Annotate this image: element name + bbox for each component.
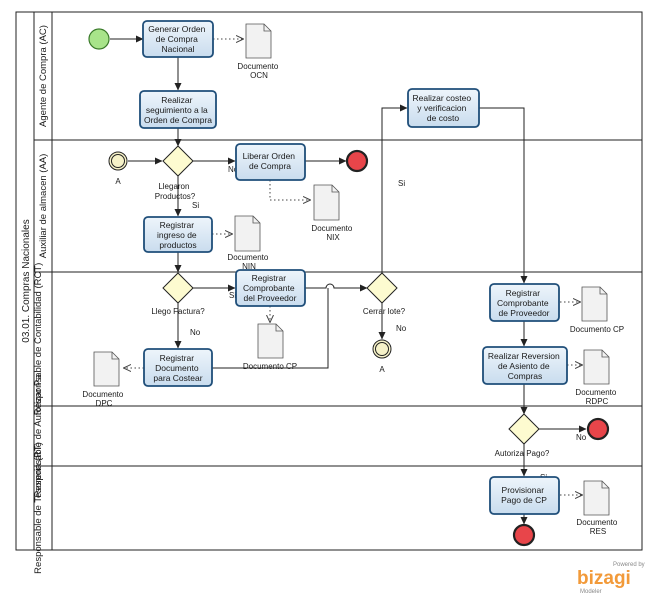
bizagi-logo: Powered by bizagi Modeler	[577, 562, 645, 595]
link-event-catch-a[interactable]	[108, 151, 128, 171]
document-rdpc-icon[interactable]	[583, 349, 610, 385]
svg-text:Realizar seguimiento a l: Realizar seguimiento a la Orden de Compr…	[144, 95, 212, 125]
gateway-cerrar[interactable]	[366, 272, 398, 304]
svg-text:Powered by: Powered by	[613, 562, 645, 568]
branch-si-llegaron: Si	[192, 201, 199, 210]
document-ocn-label: Documento OCN	[237, 62, 280, 80]
svg-text:Modeler: Modeler	[580, 589, 602, 595]
svg-text:Generar Orden de Compra: Generar Orden de Compra Nacional	[148, 24, 208, 54]
gateway-label-cerrar: Cerrar lote?	[363, 307, 406, 316]
document-dpc-label: Documento DPC	[82, 390, 125, 408]
document-cp-aa-label: Documento CP	[243, 362, 297, 371]
document-ocn-icon[interactable]	[245, 23, 272, 59]
task-seguimiento[interactable]: Realizar seguimiento a la Orden de Compr…	[139, 90, 217, 129]
gateway-label-autoriza: Autoriza Pago?	[495, 449, 550, 458]
lane-label-contabilidad-1: Responsable de Contabilidad (RCT)	[33, 263, 44, 416]
document-dpc-icon[interactable]	[93, 351, 120, 387]
branch-si-cerrar: Si	[398, 179, 405, 188]
task-generar-orden[interactable]: Generar Orden de Compra Nacional	[142, 20, 214, 58]
end-event-provisionar[interactable]	[512, 523, 536, 547]
lane-separators	[34, 139, 642, 467]
link-event-label-throw: A	[379, 365, 385, 374]
pool-label: 03.01. Compras Nacionales	[21, 219, 32, 342]
branch-no-cerrar: No	[396, 324, 407, 333]
task-comprobante-rct[interactable]: Registrar Comprobante de Proveedor	[489, 283, 560, 322]
document-cp-rct-icon[interactable]	[581, 286, 608, 322]
associations	[124, 39, 582, 495]
document-cp-rct-label: Documento CP	[570, 325, 624, 334]
svg-text:Registrar ingreso de: Registrar ingreso de productos	[157, 220, 199, 250]
document-nin-icon[interactable]	[234, 215, 261, 252]
lane-label-auxiliar: Auxiliar de almacen (AA)	[38, 154, 49, 259]
branch-si-factura: Si	[229, 291, 236, 300]
document-res-label: Documento RES	[576, 518, 619, 536]
link-event-throw-a[interactable]	[372, 339, 392, 359]
svg-text:Registrar Comprobante: Registrar Comprobante de Proveedor	[497, 288, 551, 318]
document-rdpc-label: Documento RDPC	[575, 388, 618, 406]
lane-label-tesoreria: Responsable de Tesoreria (RT)	[33, 442, 44, 574]
branch-no-factura: No	[190, 328, 201, 337]
end-event-autoriza[interactable]	[586, 417, 610, 441]
document-nix-label: Documento NIX	[311, 224, 354, 242]
svg-text:Registrar Documento: Registrar Documento para Costear	[153, 353, 202, 383]
gateway-label-factura: Llego Factura?	[151, 307, 205, 316]
task-reversion[interactable]: Realizar Reversion de Asiento de Compras	[482, 346, 568, 385]
sequence-flows	[110, 35, 587, 525]
document-nin-label: Documento NIN	[227, 253, 270, 271]
document-res-icon[interactable]	[583, 480, 610, 516]
task-provisionar[interactable]: Provisionar Pago de CP	[489, 476, 560, 515]
task-comprobante-aa[interactable]: Registrar Comprobante del Proveedor	[235, 269, 306, 307]
task-documento-costear[interactable]: Registrar Documento para Costear	[143, 348, 213, 387]
lane-label-agente: Agente de Compra (AC)	[38, 25, 49, 127]
gateway-factura[interactable]	[162, 272, 194, 304]
svg-text:Provisionar Pago de CP: Provisionar Pago de CP	[501, 485, 547, 505]
lane-label-autorizar: Responsable de Autorizar Pa	[33, 374, 44, 498]
gateway-llegaron[interactable]	[162, 145, 194, 177]
pool: 03.01. Compras Nacionales	[15, 11, 643, 551]
svg-text:bizagi: bizagi	[577, 568, 631, 589]
task-costeo[interactable]: Realizar costeo y verificacion de costo	[407, 88, 480, 128]
svg-text:Registrar Comprobante: Registrar Comprobante del Proveedor	[243, 273, 297, 303]
link-event-label-catch: A	[115, 177, 121, 186]
branch-no-autoriza: No	[576, 433, 587, 442]
branch-no-llegaron: No	[228, 165, 239, 174]
task-liberar[interactable]: Liberar Orden de Compra	[235, 143, 306, 181]
svg-text:Realizar costeo y verifi: Realizar costeo y verificacion de costo	[413, 93, 474, 123]
svg-text:Liberar Orden de Compra: Liberar Orden de Compra	[243, 151, 298, 171]
gateway-autoriza[interactable]	[508, 413, 540, 445]
start-event[interactable]	[88, 28, 110, 50]
task-ingreso[interactable]: Registrar ingreso de productos	[143, 216, 213, 253]
svg-text:Realizar Reversion de As: Realizar Reversion de Asiento de Compras	[488, 351, 562, 381]
end-event-liberar[interactable]	[345, 149, 369, 173]
document-nix-icon[interactable]	[313, 184, 340, 221]
gateway-label-llegaron: Llegaron Productos?	[155, 182, 196, 201]
document-cp-aa-icon[interactable]	[257, 323, 284, 359]
